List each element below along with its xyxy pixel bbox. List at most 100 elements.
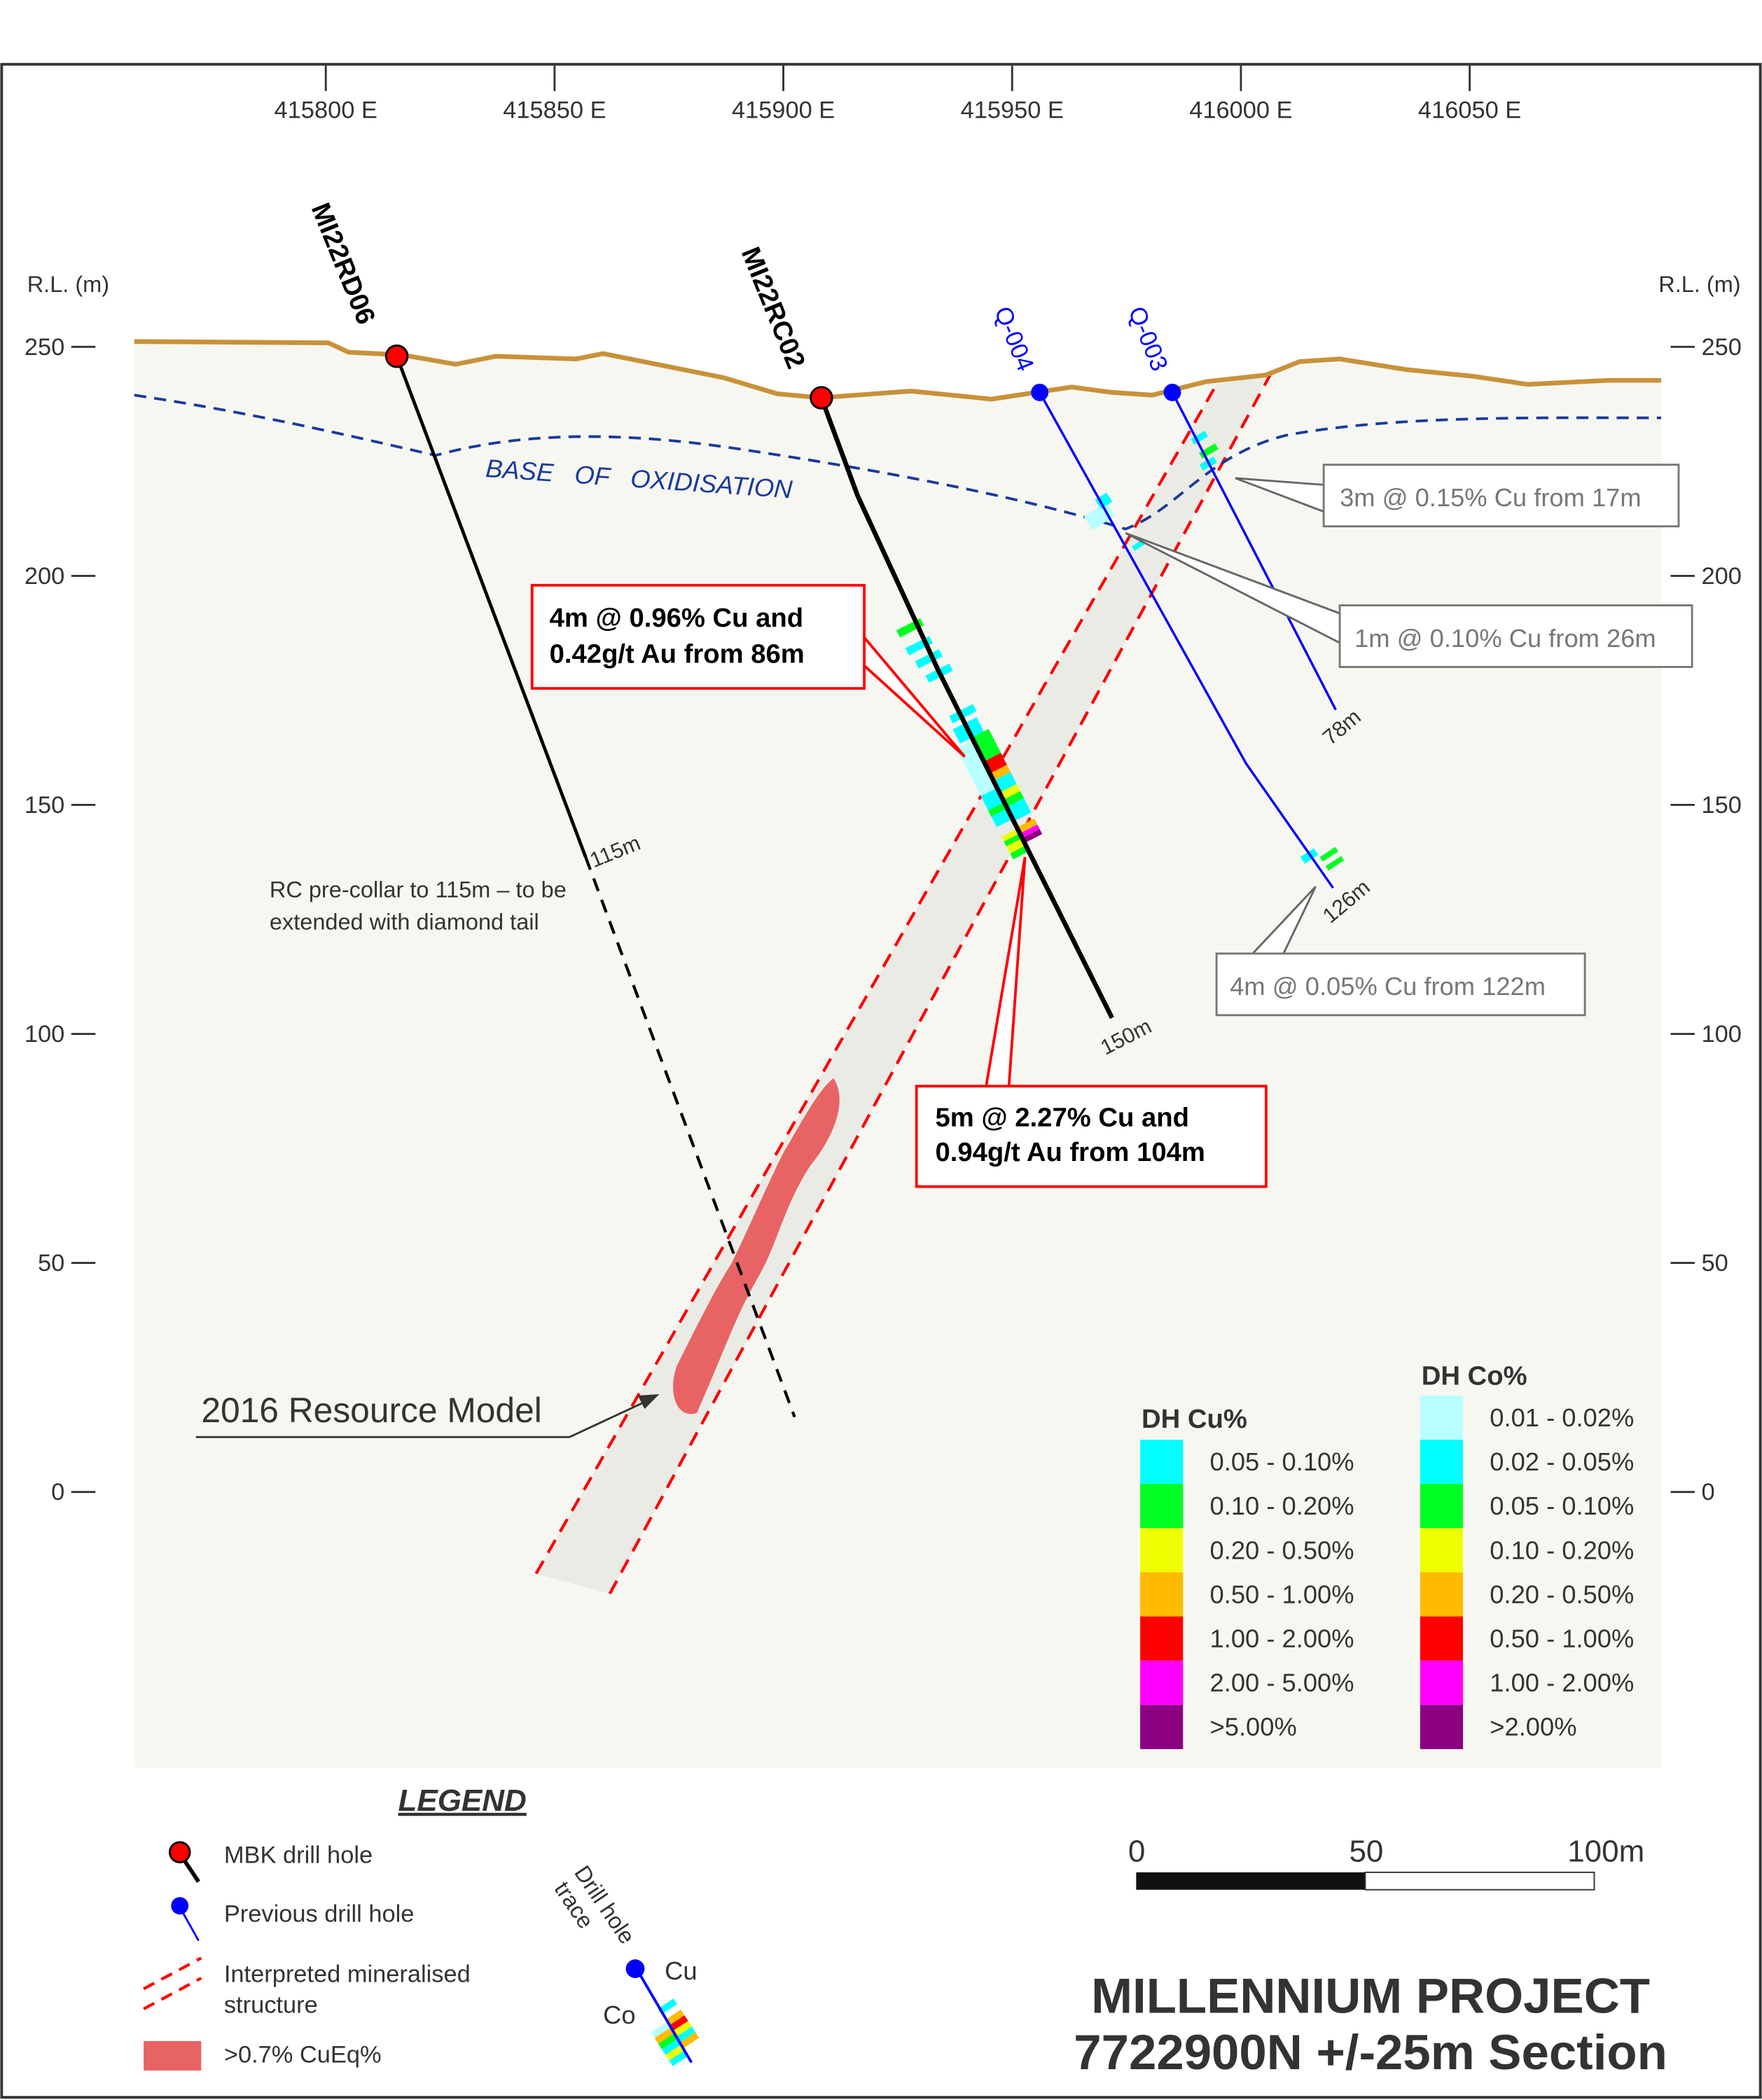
structure-legend-icon	[143, 1956, 202, 1991]
mbk-drill-hole-icon	[168, 1841, 191, 1863]
legend-range-label: 0.20 - 0.50%	[1490, 1580, 1634, 1608]
dh-cu-legend-title: DH Cu%	[1142, 1404, 1247, 1434]
drill-trace-mi22rc02	[819, 396, 1114, 1020]
rl-label: 100	[1701, 1021, 1741, 1048]
legend-swatch	[1420, 1395, 1464, 1440]
drill-collar-mi22rc02[interactable]	[810, 386, 833, 410]
legend-swatch	[1140, 1572, 1184, 1617]
easting-label: 415800 E	[275, 97, 377, 123]
arrow-icon	[637, 1394, 660, 1410]
rl-axis-title-right: R.L. (m)	[1658, 272, 1740, 297]
legend-swatch	[1420, 1528, 1464, 1573]
legend-swatch	[1420, 1660, 1464, 1705]
callout-box-17m	[1322, 464, 1680, 528]
callout-leader	[1235, 477, 1324, 513]
callout-104m-line2: 0.94g/t Au from 104m	[935, 1137, 1205, 1167]
dh-co-legend-title: DH Co%	[1422, 1361, 1527, 1391]
dh-cu-legend: 0.05 - 0.10% 0.10 - 0.20% 0.20 - 0.50% 0.50…	[1140, 1440, 1354, 1749]
legend-swatch	[1420, 1704, 1464, 1749]
legend-swatch	[1140, 1528, 1184, 1573]
figure-title-line1: MILLENNIUM PROJECT	[1091, 1968, 1650, 2024]
drill-collar-q003[interactable]	[1163, 383, 1181, 401]
structure-legend-icon	[143, 1977, 202, 2010]
base-of-oxidisation-line	[134, 394, 1662, 531]
legend-range-label: >2.00%	[1490, 1713, 1576, 1741]
legend-swatch	[1140, 1616, 1184, 1661]
easting-label: 416050 E	[1418, 97, 1521, 123]
dh-co-legend: 0.01 - 0.02%0.02 - 0.05%0.05 - 0.10%0.10…	[1420, 1395, 1634, 1749]
callout-box-26m	[1338, 604, 1693, 668]
legend-range-label: 0.01 - 0.02%	[1490, 1403, 1634, 1432]
legend-range-label: 1.00 - 2.00%	[1210, 1625, 1354, 1653]
legend-swatch	[1420, 1484, 1464, 1529]
callout-86m-line2: 0.42g/t Au from 86m	[550, 639, 805, 669]
drill-collar-q004[interactable]	[1031, 383, 1049, 401]
legend-cueq-label: >0.7% CuEq%	[224, 2041, 382, 2068]
legend-range-label: 1.00 - 2.00%	[1490, 1669, 1634, 1697]
legend-range-label: 0.05 - 0.10%	[1210, 1447, 1354, 1476]
legend-swatch	[1420, 1440, 1464, 1484]
callout-leader	[1251, 886, 1317, 954]
legend-swatch	[1420, 1616, 1464, 1661]
callout-leader	[863, 637, 966, 758]
drill-trace-legend-icon	[635, 1968, 693, 2064]
easting-label: 415950 E	[961, 97, 1064, 123]
legend-swatch	[1140, 1484, 1184, 1529]
legend-mbk-label: MBK drill hole	[224, 1842, 373, 1868]
legend-range-label: 0.20 - 0.50%	[1210, 1536, 1354, 1564]
resource-model-leader	[195, 1398, 651, 1438]
callout-86m-line1: 4m @ 0.96% Cu and	[550, 603, 804, 633]
callout-leader	[1125, 531, 1340, 644]
drill-trace-q003	[1171, 391, 1337, 711]
callout-17m: 3m @ 0.15% Cu from 17m	[1340, 483, 1642, 512]
legend-range-label: 0.50 - 1.00%	[1210, 1580, 1354, 1608]
callout-122m: 4m @ 0.05% Cu from 122m	[1230, 972, 1546, 1001]
scale-label-0: 0	[1128, 1835, 1145, 1869]
rl-label: 200	[25, 563, 64, 590]
callout-box-86m	[530, 583, 866, 690]
rl-label: 50	[38, 1250, 64, 1277]
legend-range-label: 0.10 - 0.20%	[1490, 1536, 1634, 1564]
figure-title-line2: 7722900N +/-25m Section	[1074, 2024, 1667, 2080]
legend-cu-label: Cu	[665, 1956, 697, 1985]
legend-structure-line2: structure	[224, 1992, 318, 2019]
legend-range-label: 0.02 - 0.05%	[1490, 1447, 1634, 1476]
legend-title: LEGEND	[398, 1783, 526, 1818]
drill-collar-mi22rd06[interactable]	[384, 345, 409, 368]
easting-label: 415900 E	[732, 97, 835, 123]
precollar-note-line2: extended with diamond tail	[270, 909, 539, 934]
drill-trace-mi22rd06-planned	[584, 856, 796, 1418]
legend-range-label: 0.10 - 0.20%	[1210, 1491, 1354, 1520]
easting-label: 416000 E	[1189, 97, 1292, 123]
legend-swatch	[1140, 1704, 1184, 1749]
drill-trace-q004	[1039, 391, 1334, 889]
rl-label: 150	[1701, 792, 1741, 819]
figure-frame	[0, 62, 1762, 2099]
rl-axis-title-left: R.L. (m)	[27, 272, 109, 297]
legend-range-label: 0.50 - 1.00%	[1490, 1625, 1634, 1653]
callout-box-122m	[1215, 952, 1586, 1017]
scale-label-50: 50	[1349, 1835, 1383, 1869]
precollar-note-line1: RC pre-collar to 115m – to be	[270, 877, 567, 902]
callout-26m: 1m @ 0.10% Cu from 26m	[1354, 624, 1656, 653]
callout-leader	[985, 856, 1027, 1087]
rl-label: 50	[1701, 1250, 1728, 1277]
rl-label: 250	[1701, 334, 1741, 361]
rl-label: 250	[25, 334, 64, 361]
legend-co-label: Co	[603, 2001, 635, 2029]
drill-trace-legend-icon	[625, 1959, 645, 1978]
legend-structure-line1: Interpreted mineralised	[224, 1961, 471, 1988]
scale-bar-black	[1136, 1872, 1366, 1890]
easting-label: 415850 E	[503, 97, 606, 123]
rl-label: 0	[1701, 1479, 1714, 1506]
easting-axis: 415800 E 415850 E 415900 E 415950 E 416000 E…	[275, 65, 1521, 123]
structure-boundary-line	[534, 383, 1218, 1575]
callout-104m-line1: 5m @ 2.27% Cu and	[935, 1103, 1189, 1133]
rl-label: 150	[25, 792, 64, 819]
drill-trace-mi22rd06	[395, 355, 588, 858]
legend-range-label: >5.00%	[1210, 1713, 1297, 1741]
scale-label-100: 100m	[1567, 1835, 1644, 1869]
scale-bar-white	[1364, 1871, 1595, 1891]
